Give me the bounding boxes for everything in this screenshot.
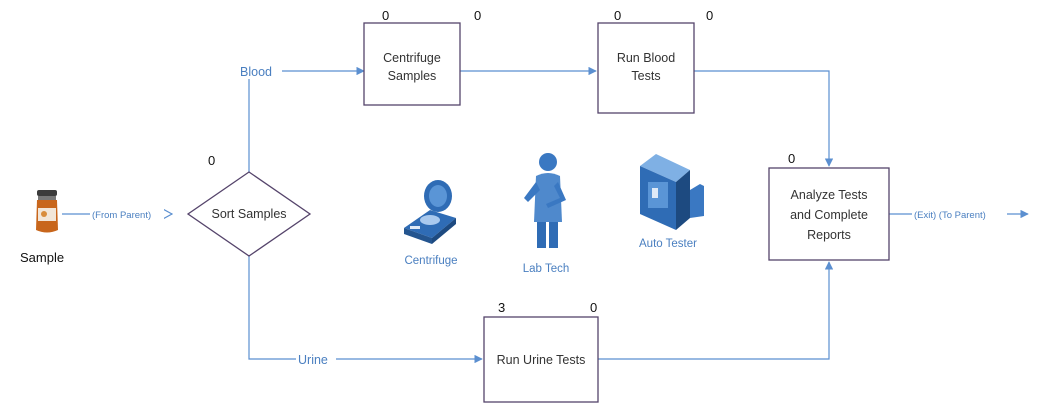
blood-tests-count-left: 0	[614, 8, 621, 23]
activity-centrifuge-samples[interactable]	[363, 22, 461, 106]
activity-analyze-tests[interactable]	[768, 167, 890, 261]
decision-count: 0	[208, 153, 215, 168]
decision-label: Sort Samples	[211, 207, 286, 221]
decision-sort-samples[interactable]	[186, 171, 312, 257]
edge-urine[interactable]	[248, 256, 483, 364]
activity-run-urine-tests[interactable]	[483, 316, 599, 403]
label-bg	[238, 63, 282, 79]
auto-tester-icon[interactable]	[640, 154, 704, 230]
resource-label-centrifuge: Centrifuge	[404, 255, 457, 267]
analyze-count: 0	[788, 151, 795, 166]
blood-tests-label-line1: Run Blood	[617, 51, 675, 65]
entity-label-sample: Sample	[20, 250, 64, 265]
edge-urine-tests-to-analyze[interactable]	[598, 261, 834, 360]
centrifuge-icon[interactable]	[404, 180, 456, 244]
analyze-label-line1: Analyze Tests	[791, 188, 868, 202]
edge-blood[interactable]	[248, 66, 365, 172]
centrifuge-label-line2: Samples	[388, 69, 437, 83]
resource-label-lab-tech: Lab Tech	[523, 263, 569, 275]
lab-tech-icon[interactable]	[524, 153, 566, 248]
edge-label-from-parent: (From Parent)	[92, 210, 151, 221]
blood-tests-label-line2: Tests	[631, 69, 660, 83]
centrifuge-count-right: 0	[474, 8, 481, 23]
edge-label-exit: (Exit) (To Parent)	[914, 210, 986, 221]
edge-blood-tests-to-analyze[interactable]	[694, 70, 834, 167]
analyze-label-line3: Reports	[807, 228, 851, 242]
urine-tests-label: Run Urine Tests	[497, 353, 586, 367]
label-bg	[912, 206, 1007, 222]
analyze-label-line2: and Complete	[790, 208, 868, 222]
centrifuge-label-line1: Centrifuge	[383, 51, 441, 65]
edge-label-blood: Blood	[240, 65, 272, 79]
urine-tests-count-right: 0	[590, 300, 597, 315]
centrifuge-count-left: 0	[382, 8, 389, 23]
sample-bottle-icon[interactable]	[36, 190, 58, 233]
urine-tests-count-left: 3	[498, 300, 505, 315]
resource-label-auto-tester: Auto Tester	[639, 238, 697, 250]
label-bg	[90, 206, 164, 222]
edge-label-urine: Urine	[298, 353, 328, 367]
activity-run-blood-tests[interactable]	[597, 22, 695, 114]
label-bg	[296, 351, 336, 367]
blood-tests-count-right: 0	[706, 8, 713, 23]
